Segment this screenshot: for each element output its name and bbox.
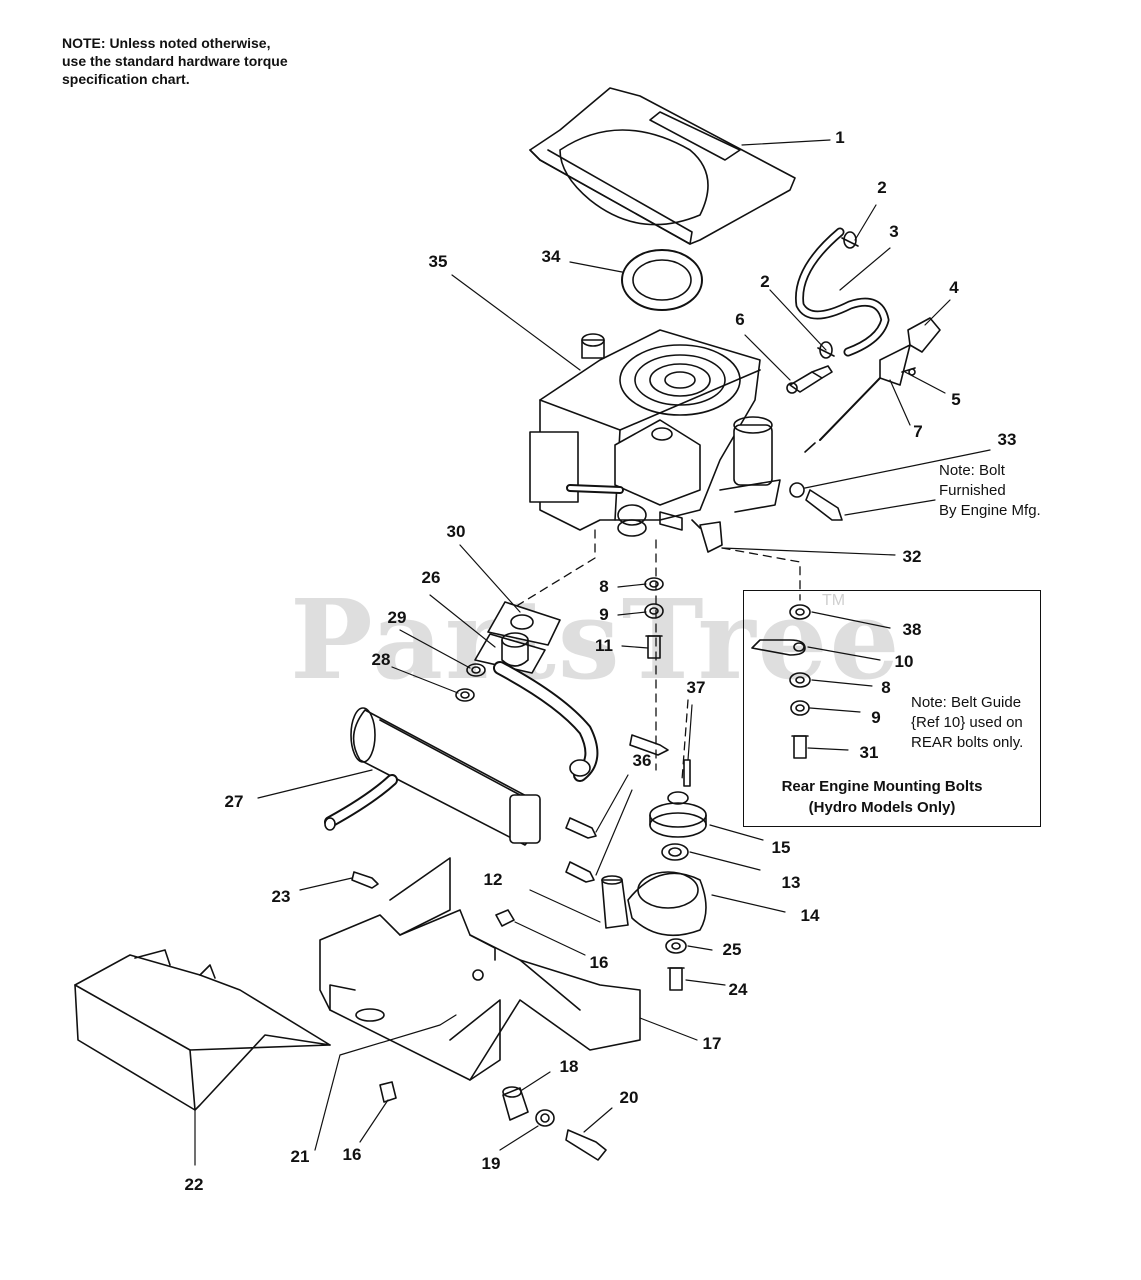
callout-c10: 10 xyxy=(894,652,914,671)
engine-bolt xyxy=(789,482,843,521)
fuel-hose xyxy=(786,227,890,394)
engine-hardware xyxy=(644,577,664,659)
callout-c20: 20 xyxy=(619,1088,639,1107)
leader-lines xyxy=(194,139,991,1166)
callout-c24: 24 xyxy=(728,980,748,999)
callout-c2b: 2 xyxy=(760,272,770,291)
callout-c37: 37 xyxy=(686,678,706,697)
callout-c3: 3 xyxy=(889,222,899,241)
callout-c14: 14 xyxy=(800,906,820,925)
rear-mount-hardware xyxy=(751,604,811,759)
air-cleaner-cover xyxy=(529,87,796,245)
callout-c17: 17 xyxy=(702,1034,722,1053)
callout-c29: 29 xyxy=(387,608,407,627)
muffler xyxy=(324,707,541,846)
callout-c22: 22 xyxy=(184,1175,204,1194)
torque-note-line: NOTE: Unless noted otherwise, xyxy=(62,35,271,51)
bolt-note-line: By Engine Mfg. xyxy=(939,502,1041,519)
callout-c9a: 9 xyxy=(599,605,609,624)
callout-c32: 32 xyxy=(902,547,922,566)
torque-note: NOTE: Unless noted otherwise, use the st… xyxy=(62,34,288,88)
callout-c1: 1 xyxy=(835,128,845,147)
bracket-bolt xyxy=(351,871,379,889)
exhaust-nuts xyxy=(455,663,486,702)
belt-guide-note-line: {Ref 10} used on xyxy=(911,714,1023,731)
callout-c6: 6 xyxy=(735,310,745,329)
callout-c8b: 8 xyxy=(881,678,891,697)
bolt-note-line: Note: Bolt xyxy=(939,462,1005,479)
watermark-tm: TM xyxy=(822,592,846,609)
oil-drain-fitting xyxy=(691,519,723,553)
callout-c12: 12 xyxy=(483,870,503,889)
callout-c21: 21 xyxy=(290,1147,310,1166)
throttle-control xyxy=(804,317,941,453)
belt-guide-note-line: REAR bolts only. xyxy=(911,734,1024,751)
clutch-assembly xyxy=(601,791,707,991)
callout-c25: 25 xyxy=(722,940,742,959)
speed-clips xyxy=(379,909,515,1103)
callout-c4: 4 xyxy=(949,278,959,297)
callout-c34: 34 xyxy=(541,247,561,266)
mount-hardware xyxy=(502,1086,607,1161)
callout-c18: 18 xyxy=(559,1057,579,1076)
alignment-lines xyxy=(509,529,801,781)
bolt-note: Note: Bolt Furnished By Engine Mfg. xyxy=(939,461,1041,521)
callout-c27: 27 xyxy=(224,792,244,811)
callout-c7: 7 xyxy=(913,422,923,441)
rear-box-title-line: Rear Engine Mounting Bolts xyxy=(781,778,983,795)
callout-c13: 13 xyxy=(781,873,801,892)
callout-c11: 11 xyxy=(595,636,613,655)
torque-note-line: specification chart. xyxy=(62,71,190,87)
engine xyxy=(529,329,781,537)
callout-c33: 33 xyxy=(997,430,1017,449)
callout-c26: 26 xyxy=(421,568,441,587)
callout-c19: 19 xyxy=(481,1154,501,1173)
callout-c35: 35 xyxy=(428,252,448,271)
belt-guide-note-line: Note: Belt Guide xyxy=(911,694,1022,711)
callout-c16b: 16 xyxy=(342,1145,362,1164)
callout-c36: 36 xyxy=(632,751,652,770)
air-filter-ring xyxy=(621,249,703,311)
torque-note-line: use the standard hardware torque xyxy=(62,53,288,69)
belt-guide-note: Note: Belt Guide {Ref 10} used on REAR b… xyxy=(911,693,1023,753)
heat-shield xyxy=(74,949,331,1111)
callout-c16a: 16 xyxy=(589,953,609,972)
callout-c2a: 2 xyxy=(877,178,887,197)
callout-c23: 23 xyxy=(271,887,291,906)
rear-box-title: Rear Engine Mounting Bolts (Hydro Models… xyxy=(772,776,992,818)
callout-c28: 28 xyxy=(371,650,391,669)
callout-c31: 31 xyxy=(859,743,879,762)
callout-c8a: 8 xyxy=(599,577,609,596)
bolt-note-line: Furnished xyxy=(939,482,1006,499)
callout-c15: 15 xyxy=(771,838,791,857)
rear-box-title-line: (Hydro Models Only) xyxy=(808,799,956,816)
callout-c38: 38 xyxy=(902,620,922,639)
rear-mount-box xyxy=(743,590,1041,827)
callout-c5: 5 xyxy=(951,390,961,409)
callout-c9b: 9 xyxy=(871,708,881,727)
exhaust-gaskets xyxy=(474,601,599,782)
callout-c30: 30 xyxy=(446,522,466,541)
